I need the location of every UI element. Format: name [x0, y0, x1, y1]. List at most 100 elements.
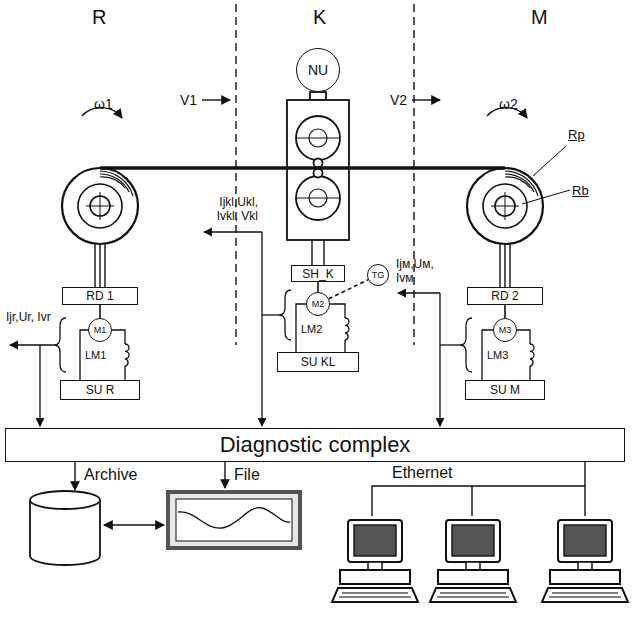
tachogenerator-circle: TG — [367, 264, 389, 286]
node-text: SU R — [86, 384, 115, 396]
drawing-stroke — [467, 168, 543, 244]
diagram-label: LM1 — [85, 349, 106, 362]
node-text: SU M — [490, 384, 520, 396]
drawing-stroke — [176, 499, 292, 541]
drawing-stroke — [54, 318, 66, 372]
node-text: TG — [372, 271, 385, 280]
web-material — [100, 166, 505, 170]
drawing-stroke — [100, 166, 505, 170]
drawing-stroke — [522, 190, 570, 204]
drawing-stroke — [78, 184, 122, 228]
drawing-stroke — [30, 491, 100, 509]
drawing-stroke — [74, 462, 75, 490]
drawing-stroke — [430, 520, 516, 602]
node-text: RD 1 — [86, 290, 113, 302]
diagram-label: M — [531, 6, 548, 29]
diagram-label: Ijr,Ur, Ivr — [6, 311, 52, 325]
shaft-connector — [504, 305, 506, 318]
drawing-stroke — [125, 344, 129, 366]
control-system-box: SU R — [60, 380, 140, 400]
rewind-reel — [467, 108, 570, 287]
drawing-stroke — [440, 344, 460, 345]
drawing-stroke — [86, 192, 114, 220]
drawing-stroke — [178, 508, 290, 528]
drawing-stroke — [287, 100, 349, 240]
motor-wiring — [80, 304, 534, 380]
diagnostic-complex-box: Diagnostic complex — [5, 428, 625, 462]
drawing-stroke — [62, 168, 138, 244]
diagram-label: Rb — [572, 184, 589, 199]
drawing-stroke — [372, 462, 585, 516]
drawing-stroke — [287, 166, 349, 170]
signal-brackets — [10, 232, 472, 426]
calender-stand — [287, 92, 349, 265]
drawing-stroke — [542, 520, 628, 602]
drawing-stroke — [412, 99, 440, 100]
diagram-label: V2 — [390, 92, 407, 108]
unwind-reel — [62, 108, 138, 287]
drawing-stroke — [168, 492, 300, 548]
reducer-box: RD 2 — [467, 287, 543, 305]
storage-outputs — [30, 462, 300, 565]
drawing-stroke — [413, 4, 414, 345]
drawing-stroke — [10, 344, 54, 345]
diagram-label: Ijм,Uм, Ivм — [396, 258, 438, 286]
drawing-stroke — [530, 344, 534, 366]
drawing-stroke — [500, 244, 510, 287]
node-text: NU — [308, 63, 328, 77]
drawing-stroke — [262, 314, 279, 315]
diagram-label: Archive — [84, 466, 137, 484]
node-text: SH_K — [302, 268, 333, 280]
drawing-stroke — [439, 293, 440, 426]
shaft-connector — [99, 305, 101, 318]
drawing-stroke — [296, 138, 340, 139]
drawing-stroke — [483, 184, 527, 228]
ethernet-network — [332, 462, 628, 602]
node-text: Diagnostic complex — [220, 434, 411, 456]
drawing-stroke — [505, 171, 538, 196]
diagram-label: ω2 — [499, 96, 518, 112]
diagram-label: File — [234, 466, 260, 484]
node-text: SU KL — [301, 356, 336, 368]
diagram-label: R — [92, 6, 106, 29]
drive-unit-circle: NU — [296, 48, 340, 92]
drawing-stroke — [39, 345, 40, 426]
section-dividers — [236, 4, 414, 345]
node-text: RD 2 — [491, 290, 518, 302]
drawing-stroke — [296, 198, 340, 199]
diagram-label: LM3 — [487, 349, 508, 362]
drawing-stroke — [224, 462, 225, 488]
shaft-connector — [317, 282, 319, 292]
drawing-stroke — [202, 99, 230, 100]
drawing-stroke — [104, 524, 164, 525]
shaft-box: SH_K — [291, 265, 345, 282]
drawing-stroke — [312, 240, 324, 265]
motor-circle: M1 — [88, 318, 112, 342]
motor-circle: M3 — [493, 318, 517, 342]
diagram-label: V1 — [180, 92, 197, 108]
control-system-box: SU M — [465, 380, 545, 400]
shaft-connector — [329, 280, 368, 299]
drawing-stroke — [95, 244, 105, 287]
drawing-stroke — [279, 290, 291, 340]
node-text: M1 — [94, 326, 107, 335]
node-text: M3 — [499, 326, 512, 335]
drawing-stroke — [460, 318, 472, 372]
drawing-stroke — [314, 169, 323, 178]
reducer-box: RD 1 — [62, 287, 138, 305]
drawing-stroke — [261, 232, 262, 426]
drawing-stroke — [100, 171, 133, 196]
drawing-stroke — [235, 4, 236, 345]
diagram-label: LM2 — [301, 323, 322, 336]
drawing-stroke — [491, 192, 519, 220]
drawing-stroke — [345, 318, 349, 340]
drawing-stroke — [332, 520, 418, 602]
node-text: M2 — [312, 300, 325, 309]
diagram-label: Ethernet — [392, 464, 452, 482]
diagram-label: Ijkl,Ukl, Ivkl, Vkl — [198, 196, 258, 224]
diagram-label: Rp — [568, 128, 585, 143]
drawing-stroke — [398, 292, 440, 293]
control-system-box: SU KL — [277, 352, 359, 372]
drawing-stroke — [296, 116, 340, 160]
